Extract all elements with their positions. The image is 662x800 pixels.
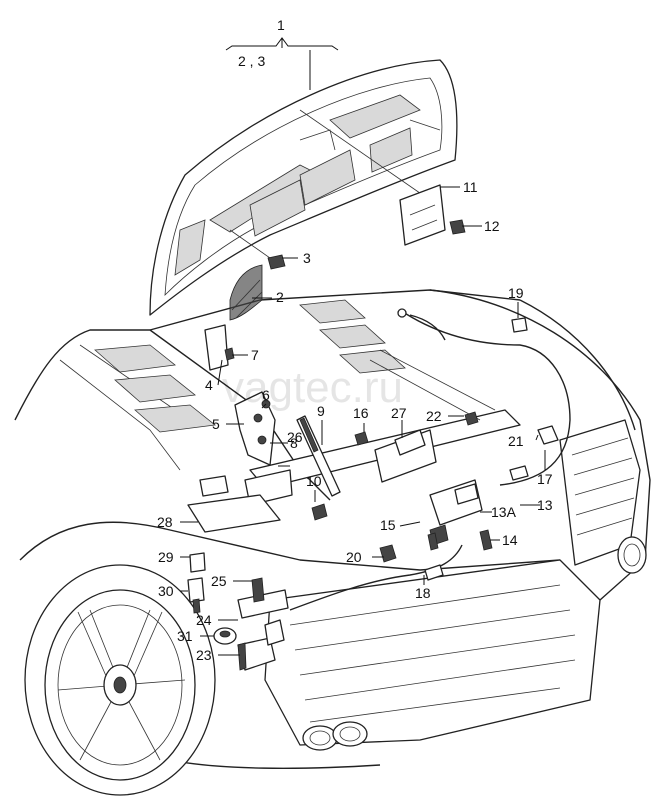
leader-lines xyxy=(180,37,546,656)
label-22: 22 xyxy=(426,408,442,424)
label-27: 27 xyxy=(391,405,407,421)
label-19: 19 xyxy=(508,285,524,301)
label-4: 4 xyxy=(205,377,213,393)
label-16: 16 xyxy=(353,405,369,421)
label-30: 30 xyxy=(158,583,174,599)
label-13: 13 xyxy=(537,497,553,513)
label-26: 26 xyxy=(287,429,303,445)
part-labels: 1 2 , 3 3 2 4 7 6 5 8 9 10 11 12 13 13A … xyxy=(157,17,553,663)
label-8: 8 xyxy=(290,435,298,451)
label-20: 20 xyxy=(346,549,362,565)
label-3: 3 xyxy=(303,250,311,266)
label-25: 25 xyxy=(211,573,227,589)
release-cables xyxy=(289,308,571,611)
label-15: 15 xyxy=(380,517,396,533)
label-18: 18 xyxy=(415,585,431,601)
label-23: 23 xyxy=(196,647,212,663)
label-6: 6 xyxy=(262,387,270,403)
gas-strut xyxy=(296,415,341,497)
insulation-pad xyxy=(229,264,263,321)
label-1: 1 xyxy=(277,17,285,33)
label-10: 10 xyxy=(306,473,322,489)
label-7: 7 xyxy=(251,347,259,363)
label-31: 31 xyxy=(177,628,193,644)
label-28: 28 xyxy=(157,514,173,530)
rear-wheel xyxy=(24,564,216,796)
lower-parts xyxy=(187,552,289,671)
label-17: 17 xyxy=(537,471,553,487)
label-24: 24 xyxy=(196,612,212,628)
label-2: 2 xyxy=(276,289,284,305)
label-2-3-top: 2 , 3 xyxy=(238,53,265,69)
watermark-text: vagtec.ru xyxy=(222,363,403,412)
label-9: 9 xyxy=(317,403,325,419)
label-29: 29 xyxy=(158,549,174,565)
label-21: 21 xyxy=(508,433,524,449)
rear-lid xyxy=(149,59,458,316)
label-5: 5 xyxy=(212,416,220,432)
hinge-assembly xyxy=(204,324,276,466)
label-14: 14 xyxy=(502,532,518,548)
label-11: 11 xyxy=(463,179,478,195)
label-12: 12 xyxy=(484,218,500,234)
bracket xyxy=(399,184,446,246)
label-13a: 13A xyxy=(491,504,517,520)
lock-components xyxy=(187,219,493,563)
